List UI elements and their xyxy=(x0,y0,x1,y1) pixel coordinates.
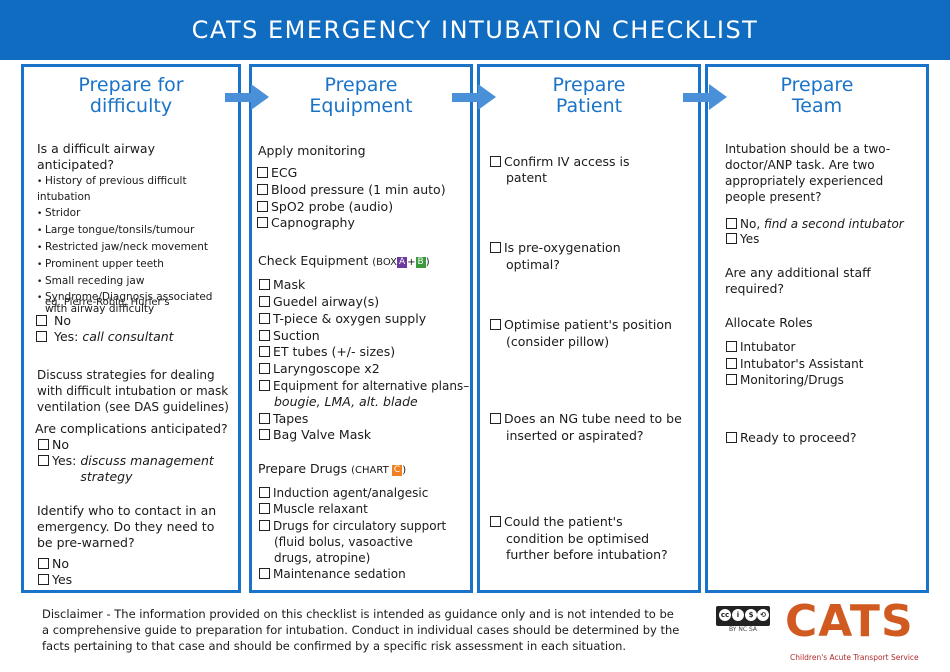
panel-prepare-difficulty: Prepare for difficulty xyxy=(21,64,241,593)
checkbox-bag-valve-mask[interactable]: Bag Valve Mask xyxy=(259,427,371,443)
checkbox-ready-to-proceed[interactable]: Ready to proceed? xyxy=(726,430,857,446)
checkbox-t-piece[interactable]: T-piece & oxygen supply xyxy=(259,311,426,327)
panel-title-team: Prepare Team xyxy=(780,74,854,117)
box-a-badge: A xyxy=(396,257,408,268)
drug-detail-1: (fluid bolus, vasoactive xyxy=(274,535,413,549)
checkbox-complications-no[interactable]: No xyxy=(38,437,69,453)
checkbox-role-intubator[interactable]: Intubator xyxy=(726,339,795,355)
cats-logo-subtitle: Children's Acute Transport Service xyxy=(790,653,919,662)
checkbox-induction-agent[interactable]: Induction agent/analgesic xyxy=(259,485,428,501)
checkbox-pre-oxygenation[interactable]: Is pre-oxygenation xyxy=(490,240,621,256)
panel-title-patient: Prepare Patient xyxy=(552,74,626,117)
list-item: •Large tongue/tonsils/tumour xyxy=(37,224,195,236)
drug-detail-2: drugs, atropine) xyxy=(274,551,371,565)
checkbox-role-intubator-assistant[interactable]: Intubator's Assistant xyxy=(726,356,863,372)
cc-license-label: BY NC SA xyxy=(729,626,757,633)
checkbox-tapes[interactable]: Tapes xyxy=(259,411,308,427)
list-item: •Small receding jaw xyxy=(37,275,145,287)
arrow-right-icon xyxy=(452,84,498,110)
checkbox-circulatory-support[interactable]: Drugs for circulatory support xyxy=(259,518,446,534)
optimise-condition-detail-2: further before intubation? xyxy=(506,547,668,562)
checkbox-blood-pressure[interactable]: Blood pressure (1 min auto) xyxy=(257,182,446,198)
checkbox-complications-yes[interactable]: Yes: discuss management strategy xyxy=(38,453,220,485)
checkbox-et-tubes[interactable]: ET tubes (+/- sizes) xyxy=(259,344,395,360)
optimise-condition-detail-1: condition be optimised xyxy=(506,531,650,546)
creative-commons-icon: cc i $ ⟲ xyxy=(716,606,770,626)
checkbox-ecg[interactable]: ECG xyxy=(257,165,297,181)
checkbox-mask[interactable]: Mask xyxy=(259,277,305,293)
checkbox-second-intubator-no[interactable]: No, find a second intubator xyxy=(726,216,904,232)
pre-oxygenation-detail: optimal? xyxy=(506,257,560,272)
patient-position-detail: (consider pillow) xyxy=(506,334,610,349)
page-title: CATS EMERGENCY INTUBATION CHECKLIST xyxy=(191,16,759,44)
heading-allocate-roles: Allocate Roles xyxy=(725,315,813,330)
checkbox-patient-position[interactable]: Optimise patient's position xyxy=(490,317,672,333)
list-item: •Syndrome/Diagnosis associated with airw… xyxy=(37,291,213,315)
question-difficult-airway: Is a difficult airway anticipated? xyxy=(37,141,155,172)
checkbox-role-monitoring-drugs[interactable]: Monitoring/Drugs xyxy=(726,372,844,388)
panel-prepare-equipment: Prepare Equipment xyxy=(249,64,473,593)
panel-title-difficulty: Prepare for difficulty xyxy=(78,74,184,117)
panel-prepare-team: Prepare Team xyxy=(705,64,929,593)
list-item: •History of previous difficult intubatio… xyxy=(37,175,187,203)
alt-plans-detail: bougie, LMA, alt. blade xyxy=(274,394,418,409)
checkbox-guedel-airway[interactable]: Guedel airway(s) xyxy=(259,294,379,310)
checkbox-ng-tube[interactable]: Does an NG tube need to be xyxy=(490,411,682,427)
checkbox-muscle-relaxant[interactable]: Muscle relaxant xyxy=(259,501,368,517)
panel-title-equipment: Prepare Equipment xyxy=(309,74,413,117)
checkbox-suction[interactable]: Suction xyxy=(259,328,320,344)
box-b-badge: B xyxy=(415,257,426,268)
checkbox-capnography[interactable]: Capnography xyxy=(257,215,355,231)
question-contact: Identify who to contact in an emergency.… xyxy=(37,503,217,550)
checkbox-second-intubator-yes[interactable]: Yes xyxy=(726,231,759,247)
checkbox-laryngoscope[interactable]: Laryngoscope x2 xyxy=(259,361,380,377)
arrow-right-icon xyxy=(683,84,729,110)
bullet-list: •History of previous difficult intubatio… xyxy=(37,174,237,315)
chart-c-badge: C xyxy=(391,465,403,476)
iv-access-detail: patent xyxy=(506,170,548,185)
discuss-strategies: Discuss strategies for dealing with diff… xyxy=(37,368,229,414)
checkbox-airway-yes[interactable]: Yes: call consultant xyxy=(36,329,174,345)
checkbox-optimise-condition[interactable]: Could the patient's xyxy=(490,514,623,530)
checkbox-contact-no[interactable]: No xyxy=(38,556,69,572)
checkbox-alternative-plans[interactable]: Equipment for alternative plans– xyxy=(259,378,469,394)
list-item: •Prominent upper teeth xyxy=(37,258,164,270)
checkbox-spo2[interactable]: SpO2 probe (audio) xyxy=(257,199,393,215)
team-intro: Intubation should be a two-doctor/ANP ta… xyxy=(725,142,891,204)
disclaimer-text: Disclaimer - The information provided on… xyxy=(42,607,680,653)
cats-logo: CATS xyxy=(785,596,914,647)
checkbox-airway-no[interactable]: No xyxy=(36,313,71,329)
list-item: •Restricted jaw/neck movement xyxy=(37,241,209,253)
heading-apply-monitoring: Apply monitoring xyxy=(258,143,366,158)
header-banner: CATS EMERGENCY INTUBATION CHECKLIST xyxy=(0,0,950,60)
ng-tube-detail: inserted or aspirated? xyxy=(506,428,644,443)
checkbox-maintenance-sedation[interactable]: Maintenance sedation xyxy=(259,566,406,582)
checkbox-iv-access[interactable]: Confirm IV access is xyxy=(490,154,630,170)
example-syndromes: eg. Pierre-Robin, Hurler's xyxy=(45,297,170,308)
panel-prepare-patient: Prepare Patient xyxy=(477,64,701,593)
checkbox-contact-yes[interactable]: Yes xyxy=(38,572,72,588)
heading-prepare-drugs: Prepare Drugs (CHART C) xyxy=(258,461,407,476)
arrow-right-icon xyxy=(225,84,271,110)
question-complications: Are complications anticipated? xyxy=(35,421,228,436)
list-item: •Stridor xyxy=(37,207,81,219)
question-additional-staff: Are any additional staff required? xyxy=(725,265,871,296)
